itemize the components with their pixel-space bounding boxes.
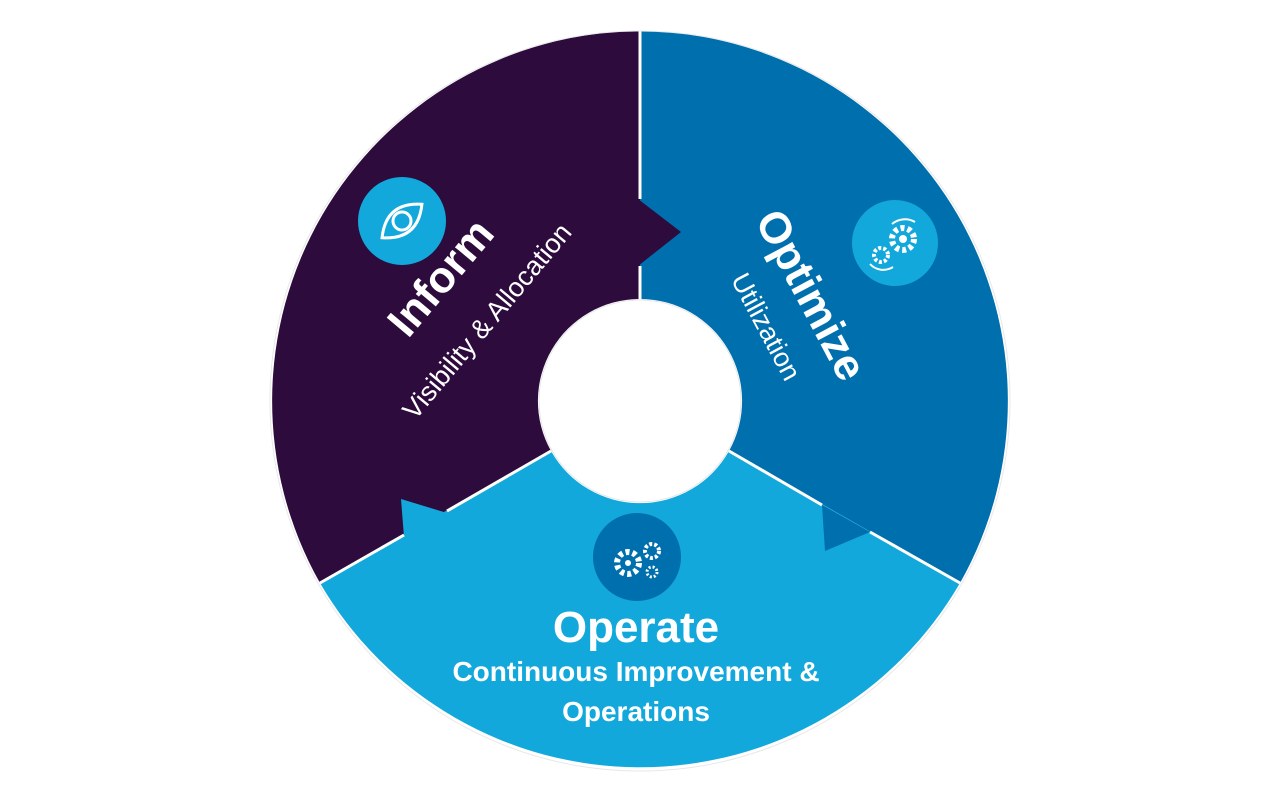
- operate-subtitle-line2: Operations: [562, 696, 710, 727]
- gears-icon: [593, 513, 681, 601]
- center-hole: [538, 299, 742, 503]
- optimize-segment: [640, 31, 1008, 583]
- operate-arrow: [401, 499, 447, 537]
- operate-segment: [320, 451, 960, 768]
- eye-icon: [358, 177, 446, 265]
- dividers: [319, 31, 961, 585]
- operate-subtitle-line1: Continuous Improvement &: [452, 656, 819, 687]
- gears-cycle-icon: [852, 200, 938, 286]
- inform-segment: [272, 31, 640, 583]
- inform-arrow: [638, 199, 681, 266]
- optimize-arrow: [822, 505, 870, 551]
- operate-title: Operate: [553, 603, 719, 652]
